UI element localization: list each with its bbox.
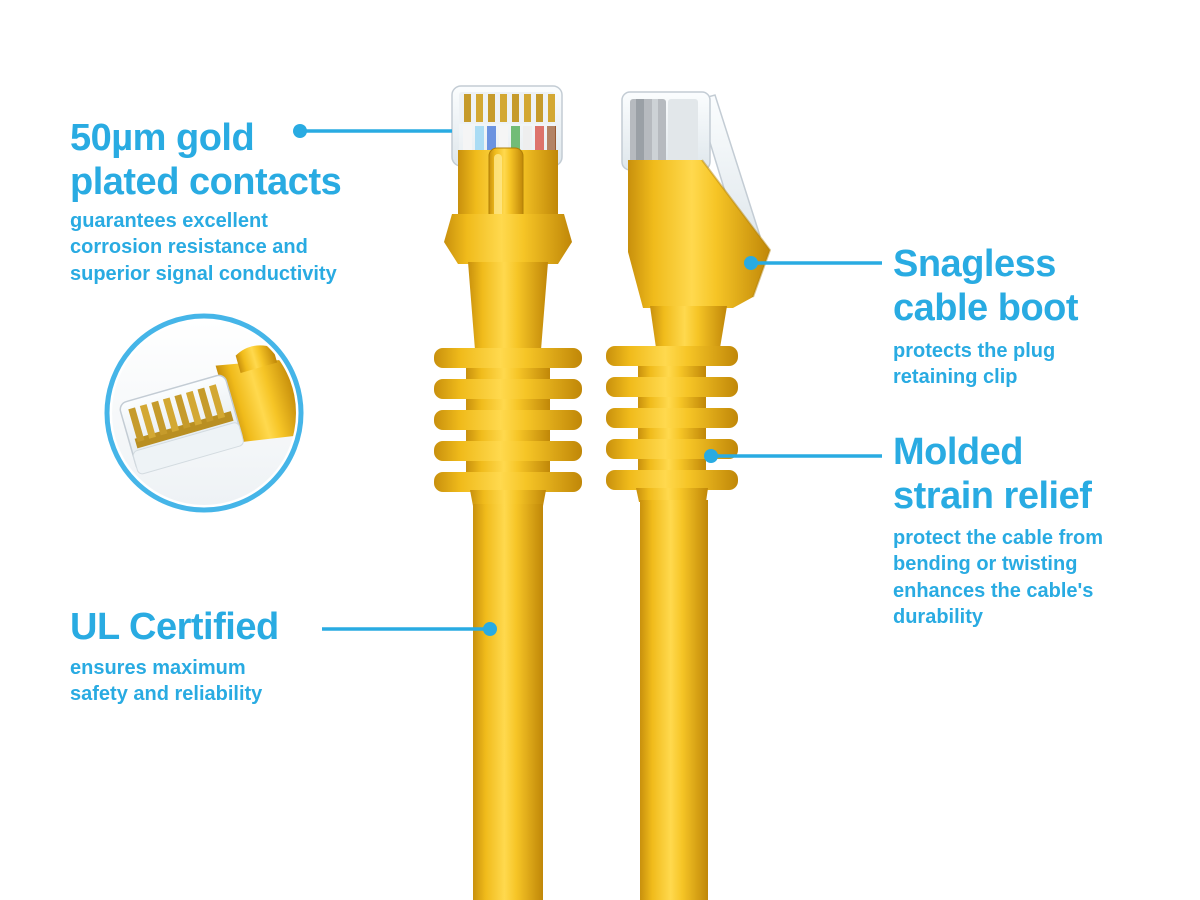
strain-relief-body-line1: protect the cable from [893, 527, 1104, 549]
snagless-dot [744, 256, 758, 270]
ul-certified-title: UL Certified [70, 605, 279, 649]
rj45-cable-front-view-icon [434, 85, 582, 900]
gold-contacts-dot [293, 124, 307, 138]
gold-contacts-body-line3: superior signal conductivity [70, 262, 337, 285]
side-strain-relief-icon [606, 346, 738, 490]
strain-relief-body: protect the cable from bending or twisti… [893, 525, 1103, 631]
strain-relief-dot [704, 449, 718, 463]
gold-contacts-body: guarantees excellent corrosion resistanc… [70, 208, 337, 287]
gold-contacts-title-line2: plated contacts [70, 161, 342, 204]
ul-certified-body: ensures maximum safety and reliability [70, 655, 262, 708]
strain-relief-body-line3: enhances the cable's [893, 579, 1094, 602]
snagless-title-line2: cable boot [893, 287, 1079, 330]
strain-relief-body-line2: bending or twisting [893, 553, 1078, 576]
side-plug-innards [630, 99, 698, 163]
strain-relief-title: Molded strain relief [893, 430, 1092, 518]
rj45-connector-closeup-icon [104, 313, 304, 513]
front-strain-relief-icon [434, 348, 582, 492]
snagless-body-line1: protects the plug [893, 340, 1056, 362]
ul-certified-body-line2: safety and reliability [70, 683, 263, 706]
strain-relief-title-line2: strain relief [893, 475, 1092, 518]
ul-certified-body-line1: ensures maximum [70, 657, 246, 679]
gold-contacts-title: 50µm gold plated contacts [70, 116, 342, 204]
ul-dot [483, 622, 497, 636]
gold-contacts-title-line1: 50µm gold [70, 117, 255, 159]
snagless-title-line1: Snagless [893, 243, 1056, 285]
side-cable-icon [636, 488, 708, 900]
snagless-body: protects the plug retaining clip [893, 338, 1055, 391]
gold-contacts-body-line1: guarantees excellent [70, 210, 268, 232]
strain-relief-title-line1: Molded [893, 431, 1023, 473]
rj45-cable-side-view-icon [606, 91, 772, 900]
ul-certified-title-line1: UL Certified [70, 606, 279, 648]
gold-contact-pins-icon [464, 94, 555, 122]
strain-relief-body-line4: durability [893, 606, 984, 629]
side-boot-icon [628, 159, 772, 348]
snagless-title: Snagless cable boot [893, 242, 1079, 330]
gold-contacts-body-line2: corrosion resistance and [70, 236, 308, 259]
callout-leaders [293, 124, 882, 636]
front-cable-icon [470, 490, 546, 900]
snagless-body-line2: retaining clip [893, 366, 1018, 389]
front-boot-icon [444, 147, 572, 350]
